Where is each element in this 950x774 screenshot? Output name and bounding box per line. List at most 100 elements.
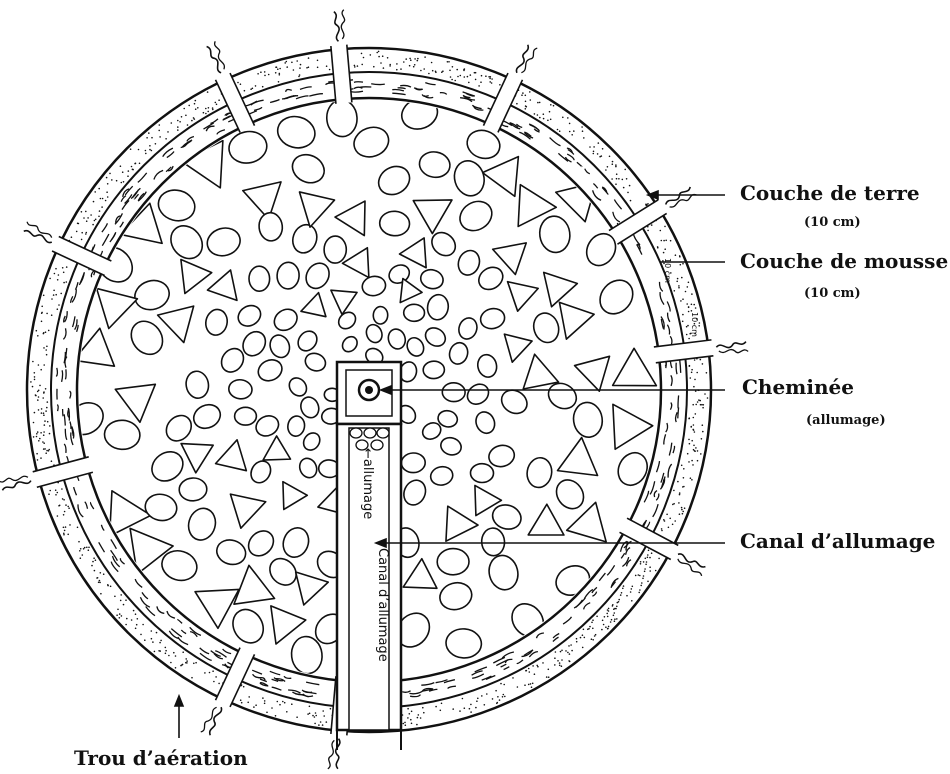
earth-dot	[592, 639, 594, 641]
earth-dot	[34, 412, 36, 414]
earth-dot	[411, 723, 413, 725]
earth-dot	[581, 126, 583, 128]
earth-dot	[293, 69, 295, 71]
earth-dot	[645, 558, 647, 560]
earth-dot	[597, 153, 599, 155]
earth-dot	[142, 624, 144, 626]
earth-dot	[480, 81, 482, 83]
earth-dot	[46, 354, 48, 356]
earth-dot	[216, 104, 218, 106]
earth-dot	[610, 621, 612, 623]
earth-dot	[435, 706, 437, 708]
earth-dot	[262, 697, 264, 699]
earth-dot	[431, 62, 433, 64]
earth-dot	[195, 108, 197, 110]
earth-dot	[159, 642, 161, 644]
earth-dot	[525, 108, 527, 110]
earth-dot	[58, 505, 60, 507]
earth-dot	[679, 492, 681, 494]
earth-dot	[132, 169, 134, 171]
earth-dot	[100, 572, 102, 574]
earth-dot	[44, 424, 46, 426]
earth-dot	[682, 511, 684, 513]
earth-dot	[646, 561, 648, 563]
earth-dot	[542, 662, 544, 664]
earth-dot	[373, 66, 375, 68]
earth-dot	[102, 198, 104, 200]
earth-dot	[648, 550, 650, 552]
vent-smoke-icon	[515, 44, 537, 76]
earth-dot	[663, 252, 665, 254]
earth-dot	[63, 282, 65, 284]
earth-dot	[678, 502, 680, 504]
earth-dot	[462, 698, 464, 700]
earth-dot	[165, 647, 167, 649]
wood-log	[276, 262, 299, 290]
earth-dot	[68, 507, 70, 509]
earth-dot	[158, 130, 160, 132]
earth-dot	[36, 433, 38, 435]
earth-dot	[37, 399, 39, 401]
earth-dot	[99, 582, 101, 584]
earth-dot	[621, 592, 623, 594]
moss-mark	[354, 82, 363, 83]
earth-dot	[569, 131, 571, 133]
earth-dot	[389, 65, 391, 67]
earth-dot	[30, 381, 32, 383]
earth-dot	[264, 71, 266, 73]
earth-dot	[567, 117, 569, 119]
earth-dot	[170, 662, 172, 664]
earth-dot	[688, 282, 690, 284]
earth-dot	[98, 582, 100, 584]
earth-dot	[194, 118, 196, 120]
earth-dot	[57, 279, 59, 281]
earth-dot	[537, 102, 539, 104]
earth-dot	[612, 161, 614, 163]
earth-dot	[409, 58, 411, 60]
earth-dot	[32, 386, 34, 388]
earth-dot	[570, 644, 572, 646]
earth-dot	[618, 599, 620, 601]
earth-dot	[683, 468, 685, 470]
earth-dot	[516, 103, 518, 105]
earth-dot	[673, 490, 675, 492]
earth-dot	[177, 120, 179, 122]
earth-dot	[681, 465, 683, 467]
label-couche-terre-dim: (10 cm)	[804, 215, 861, 230]
earth-dot	[670, 240, 672, 242]
earth-dot	[607, 628, 609, 630]
earth-dot	[91, 565, 93, 567]
earth-dot	[450, 76, 452, 78]
earth-dot	[693, 386, 695, 388]
earth-dot	[481, 695, 483, 697]
earth-dot	[691, 369, 693, 371]
earth-dot	[37, 459, 39, 461]
earth-dot	[403, 61, 405, 63]
earth-dot	[215, 102, 217, 104]
earth-dot	[43, 434, 45, 436]
earth-dot	[677, 278, 679, 280]
channel-log	[377, 428, 389, 438]
earth-dot	[674, 520, 676, 522]
earth-dot	[623, 187, 625, 189]
earth-dot	[660, 230, 662, 232]
earth-dot	[693, 304, 695, 306]
earth-dot	[317, 67, 319, 69]
earth-dot	[98, 216, 100, 218]
earth-dot	[136, 624, 138, 626]
earth-dot	[497, 702, 499, 704]
label-trou: Trou d’aération	[74, 746, 248, 770]
earth-dot	[79, 550, 81, 552]
earth-dot	[55, 494, 57, 496]
earth-dot	[593, 146, 595, 148]
earth-dot	[186, 660, 188, 662]
earth-dot	[550, 104, 552, 106]
earth-dot	[680, 264, 682, 266]
earth-dot	[690, 377, 692, 379]
earth-dot	[643, 575, 645, 577]
earth-dot	[562, 117, 564, 119]
earth-dot	[691, 440, 693, 442]
vent-smoke-icon	[206, 41, 228, 73]
earth-dot	[502, 696, 504, 698]
channel-inner-label-1: ←allumage	[360, 448, 375, 519]
